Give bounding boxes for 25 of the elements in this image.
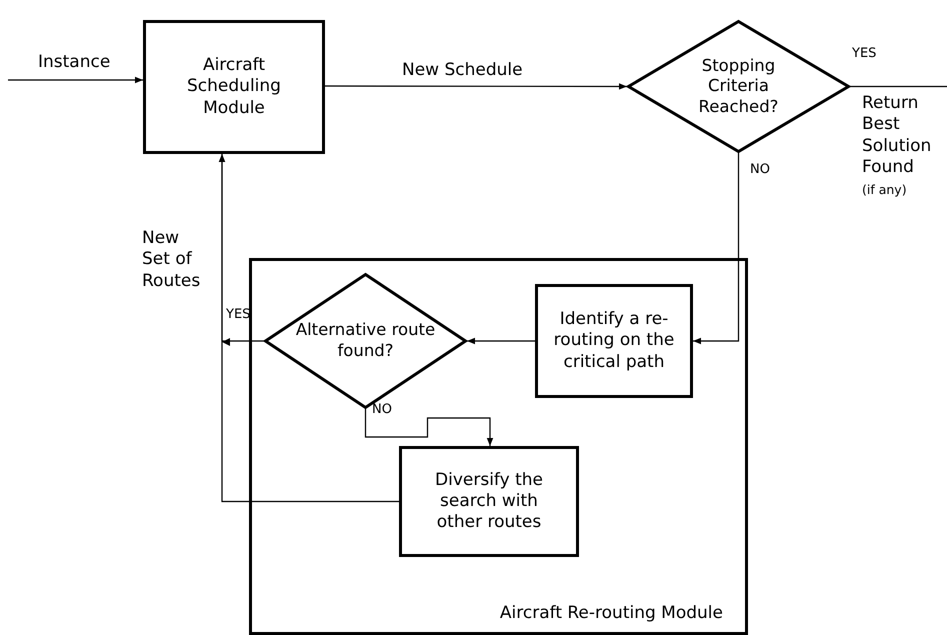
annotation-text: New Set of Routes — [142, 228, 202, 292]
node-label: Stopping Criteria Reached? — [698, 56, 780, 118]
connector-arrow — [693, 153, 740, 344]
edge-label: YES — [226, 307, 250, 322]
edge-label: New Schedule — [402, 60, 523, 80]
connector-arrow — [325, 83, 627, 90]
node-label: Aircraft Scheduling Module — [186, 55, 282, 119]
module-title: Aircraft Re-routing Module — [498, 602, 724, 624]
process-box — [399, 446, 579, 557]
node-label: Identify a re-routing on the critical path — [552, 309, 676, 373]
edge-label: YES — [852, 46, 876, 61]
edge-label: NO — [750, 162, 770, 177]
process-box — [143, 20, 325, 154]
connector-arrow — [364, 409, 494, 446]
node-label: Alternative route found? — [294, 320, 436, 362]
connector-arrow — [467, 338, 535, 344]
connector-arrow — [218, 154, 399, 502]
annotation-text: (if any) — [862, 182, 908, 198]
process-box — [535, 284, 693, 398]
edge-label: NO — [372, 402, 392, 417]
node-label: Diversify the search with other routes — [434, 470, 544, 534]
annotation-text: Return Best Solution Found — [862, 93, 932, 178]
edge-label: Instance — [38, 52, 110, 72]
connector-arrow — [8, 76, 143, 84]
module-frame — [249, 258, 748, 635]
